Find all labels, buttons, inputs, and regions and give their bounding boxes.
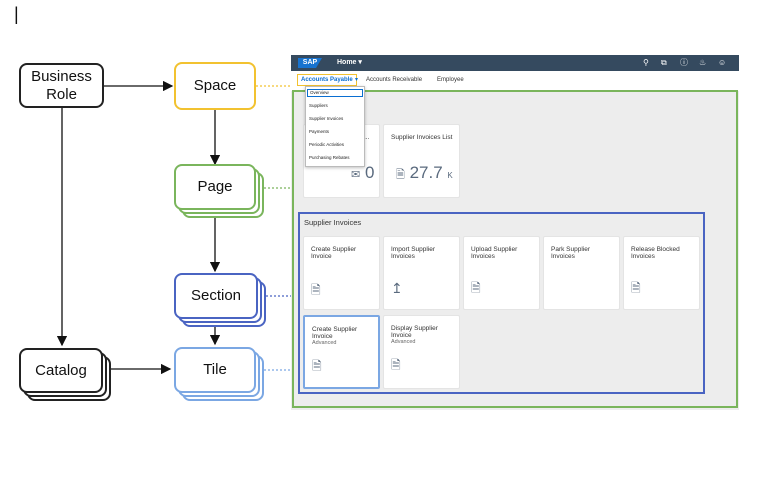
space-label: Space <box>193 77 237 94</box>
tile-subtitle: Advanced <box>391 339 416 345</box>
sap-logo: SAP <box>298 58 322 68</box>
tab-accounts-payable[interactable]: Accounts Payable <box>297 74 357 86</box>
tile-kpi-partial: ✉ 0 <box>351 164 374 184</box>
kpi-value-partial: 0 <box>364 163 375 182</box>
business-role-node: Business Role <box>19 63 104 108</box>
home-menu[interactable]: Home ▾ <box>337 59 362 66</box>
kpi-mail-icon: ✉ <box>351 169 361 181</box>
menu-item-overview[interactable]: Overview <box>307 89 363 97</box>
text-cursor: | <box>14 4 19 24</box>
tile-park-supplier-invoices[interactable]: Park Supplier Invoices <box>543 236 620 310</box>
document-upload-icon: 🗎 <box>471 281 481 295</box>
document-add-icon: 🗎 <box>312 359 322 373</box>
tile-title: Create Supplier Invoice <box>311 246 357 260</box>
upload-icon: ↥ <box>391 280 403 296</box>
section-node: Section <box>174 273 258 319</box>
tile-title: Park Supplier Invoices <box>551 246 591 260</box>
document-display-icon: 🗎 <box>391 358 401 372</box>
tile-title: Import Supplier Invoices <box>391 246 436 260</box>
tile-display-supplier-invoice-advanced[interactable]: Display Supplier Invoice Advanced 🗎 <box>383 315 460 389</box>
search-icon[interactable]: ⚲ <box>643 58 649 67</box>
tab-employee[interactable]: Employee <box>437 77 464 83</box>
space-tabs: Accounts Payable ▾ Accounts Receivable E… <box>291 71 739 91</box>
page-menu-dropdown: Overview Suppliers Supplier Invoices Pay… <box>305 86 365 167</box>
menu-item-periodic-activities[interactable]: Periodic Activities <box>309 142 345 147</box>
page-label: Page <box>197 178 233 195</box>
top-tile-supplier-invoices-list[interactable]: Supplier Invoices List 🗎 27.7 K <box>383 124 460 198</box>
document-add-icon: 🗎 <box>311 283 321 297</box>
document-release-icon: 🗎 <box>631 281 641 295</box>
help-icon[interactable]: ⓘ <box>680 58 688 67</box>
tile-release-blocked-invoices[interactable]: Release Blocked Invoices 🗎 <box>623 236 700 310</box>
tile-node: Tile <box>174 347 256 393</box>
tile-label: Tile <box>203 361 227 378</box>
copy-icon[interactable]: ⧉ <box>661 58 667 67</box>
space-node: Space <box>174 62 256 110</box>
menu-item-purchasing-rebates[interactable]: Purchasing Rebates <box>309 155 350 160</box>
tile-kpi-supplier-invoices-list: 🗎 27.7 K <box>396 164 453 185</box>
menu-item-supplier-invoices[interactable]: Supplier Invoices <box>309 116 344 121</box>
catalog-label: Catalog <box>35 361 87 379</box>
shell-bar: SAP Home ▾ ⚲ ⧉ ⓘ ♨ ☺ <box>291 55 739 71</box>
tab-accounts-receivable[interactable]: Accounts Receivable <box>366 77 423 83</box>
section-highlight <box>298 212 705 394</box>
business-role-label: Business Role <box>31 67 92 103</box>
section-title: Supplier Invoices <box>304 218 362 227</box>
tile-import-supplier-invoices[interactable]: Import Supplier Invoices ↥ <box>383 236 460 310</box>
tile-title: Upload Supplier Invoices <box>471 246 518 260</box>
tile-title-supplier-invoices-list: Supplier Invoices List <box>391 134 453 141</box>
tile-create-supplier-invoice-advanced[interactable]: Create Supplier Invoice Advanced 🗎 <box>303 315 380 389</box>
tile-title: Display Supplier Invoice <box>391 325 438 339</box>
kpi-value: 27.7 <box>409 163 443 182</box>
user-icon[interactable]: ☺ <box>718 58 727 67</box>
tile-subtitle: Advanced <box>312 340 337 346</box>
tile-title: Release Blocked Invoices <box>631 246 680 260</box>
tile-create-supplier-invoice[interactable]: Create Supplier Invoice 🗎 <box>303 236 380 310</box>
kpi-doc-icon: 🗎 <box>396 169 405 181</box>
section-label: Section <box>190 287 242 304</box>
kpi-unit: K <box>447 171 453 180</box>
tile-title-partial: ... <box>364 134 370 141</box>
page-node: Page <box>174 164 256 210</box>
tile-title: Create Supplier Invoice <box>312 326 358 340</box>
tab-dropdown-icon[interactable]: ▾ <box>355 77 359 83</box>
tile-upload-supplier-invoices[interactable]: Upload Supplier Invoices 🗎 <box>463 236 540 310</box>
catalog-node: Catalog <box>19 348 103 393</box>
menu-item-payments[interactable]: Payments <box>309 129 330 134</box>
menu-item-suppliers[interactable]: Suppliers <box>309 103 328 108</box>
page-highlight <box>292 90 738 408</box>
bell-icon[interactable]: ♨ <box>699 58 707 67</box>
